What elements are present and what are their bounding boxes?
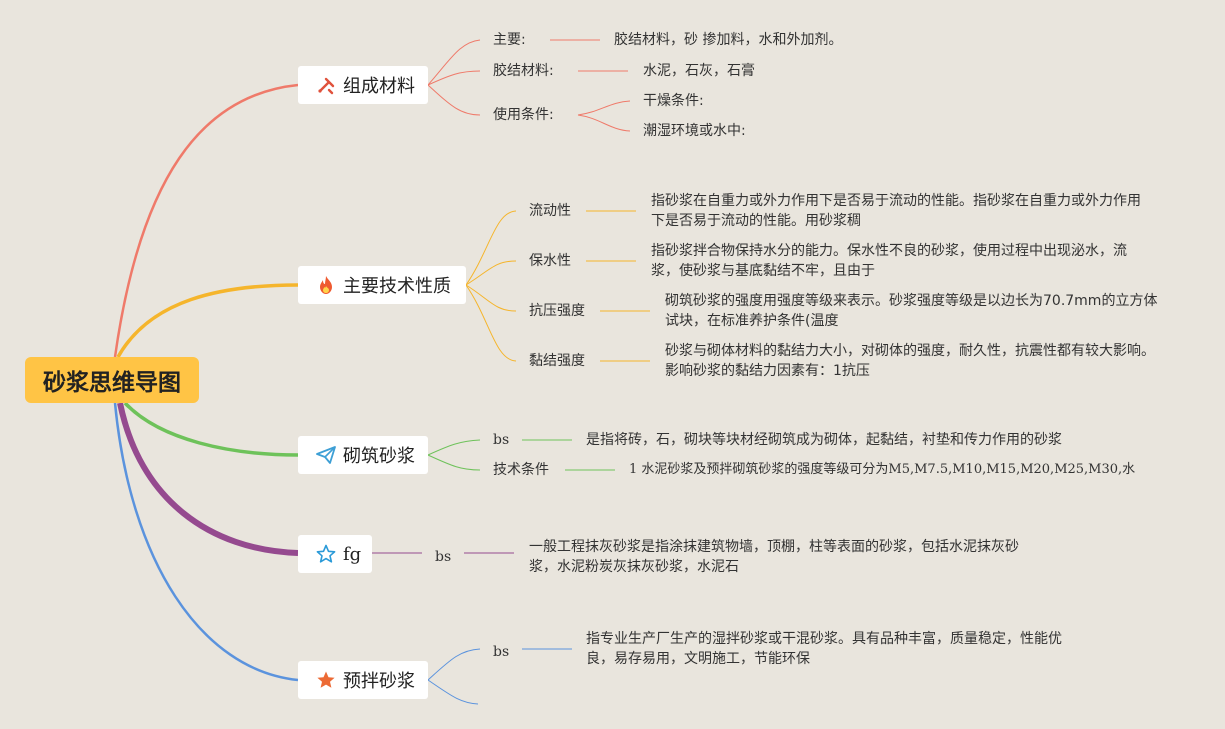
- link-root-properties: [116, 283, 299, 358]
- composition-condition-label[interactable]: 使用条件:: [493, 107, 554, 123]
- fire-icon: [316, 275, 336, 295]
- premixed-bs-desc[interactable]: 指专业生产厂生产的湿拌砂浆或干混砂浆。具有品种丰富，质量稳定，性能优良，易存易用…: [586, 631, 1062, 667]
- properties-bond-label[interactable]: 黏结强度: [529, 353, 585, 369]
- link-condition-wet: [577, 114, 631, 132]
- fg-bs-desc[interactable]: 一般工程抹灰砂浆是指涂抹建筑物墙，顶棚，柱等表面的砂浆，包括水泥抹灰砂浆，水泥粉…: [529, 539, 1019, 575]
- link-properties-compress: [465, 284, 517, 312]
- masonry-tech-desc[interactable]: 1 水泥砂浆及预拌砌筑砂浆的强度等级可分为M5,M7.5,M10,M15,M20…: [629, 462, 1136, 477]
- link-composition-binder: [427, 70, 481, 86]
- root-node[interactable]: 砂浆思维导图: [25, 357, 199, 403]
- link-root-premixed: [113, 402, 299, 682]
- branch-properties[interactable]: 主要技术性质: [298, 266, 466, 304]
- properties-water-desc[interactable]: 指砂浆拌合物保持水分的能力。保水性不良的砂浆，使用过程中出现泌水，流浆，使砂浆与…: [651, 243, 1127, 279]
- masonry-bs-label[interactable]: bs: [493, 432, 510, 448]
- link-root-masonry: [123, 401, 299, 457]
- branch-fg[interactable]: fg: [298, 535, 372, 573]
- paper-plane-icon: [316, 445, 336, 465]
- link-root-fg: [117, 402, 299, 556]
- link-premixed-bs: [427, 648, 481, 681]
- masonry-tech-label[interactable]: 技术条件: [493, 462, 549, 478]
- composition-condition-dry[interactable]: 干燥条件:: [643, 93, 704, 109]
- composition-binder-label[interactable]: 胶结材料:: [493, 63, 554, 79]
- branch-premixed-title: 预拌砂浆: [343, 671, 415, 692]
- properties-flow-desc[interactable]: 指砂浆在自重力或外力作用下是否易于流动的性能。指砂浆在自重力或外力作用下是否易于…: [651, 193, 1141, 229]
- link-properties-water: [465, 260, 517, 286]
- star-outline-icon: [316, 544, 336, 564]
- properties-water-label[interactable]: 保水性: [529, 253, 571, 269]
- composition-main-label[interactable]: 主要:: [493, 32, 526, 48]
- properties-compress-label[interactable]: 抗压强度: [529, 303, 585, 319]
- branch-masonry-title: 砌筑砂浆: [343, 446, 415, 467]
- branch-premixed[interactable]: 预拌砂浆: [298, 661, 428, 699]
- fg-bs-label[interactable]: bs: [435, 549, 452, 565]
- premixed-bs-label[interactable]: bs: [493, 644, 510, 660]
- root-title: 砂浆思维导图: [43, 370, 181, 396]
- link-condition-dry: [577, 100, 631, 116]
- link-composition-main: [427, 39, 481, 86]
- link-composition-condition: [427, 84, 481, 116]
- masonry-bs-desc[interactable]: 是指将砖，石，砌块等块材经砌筑成为砌体，起黏结，衬垫和传力作用的砂浆: [586, 432, 1062, 448]
- composition-condition-wet[interactable]: 潮湿环境或水中:: [643, 123, 746, 139]
- tools-icon: [316, 75, 336, 95]
- link-masonry-bs: [427, 439, 481, 456]
- properties-bond-desc[interactable]: 砂浆与砌体材料的黏结力大小，对砌体的强度，耐久性，抗震性都有较大影响。影响砂浆的…: [665, 343, 1155, 379]
- properties-flow-label[interactable]: 流动性: [529, 203, 571, 219]
- composition-main-desc[interactable]: 胶结材料，砂 掺加料，水和外加剂。: [614, 32, 843, 48]
- link-root-composition: [113, 83, 299, 358]
- link-premixed-empty: [427, 679, 479, 705]
- composition-binder-desc[interactable]: 水泥，石灰，石膏: [643, 63, 755, 79]
- link-properties-bond: [465, 284, 517, 362]
- branch-composition-title: 组成材料: [343, 76, 415, 97]
- branch-fg-title: fg: [343, 543, 362, 565]
- link-properties-flow: [465, 210, 517, 286]
- branch-masonry[interactable]: 砌筑砂浆: [298, 436, 428, 474]
- properties-compress-desc[interactable]: 砌筑砂浆的强度用强度等级来表示。砂浆强度等级是以边长为70.7mm的立方体试块，…: [665, 293, 1158, 329]
- link-masonry-tech: [427, 454, 481, 471]
- branch-properties-title: 主要技术性质: [343, 276, 451, 297]
- branch-composition[interactable]: 组成材料: [298, 66, 428, 104]
- star-filled-icon: [316, 670, 336, 690]
